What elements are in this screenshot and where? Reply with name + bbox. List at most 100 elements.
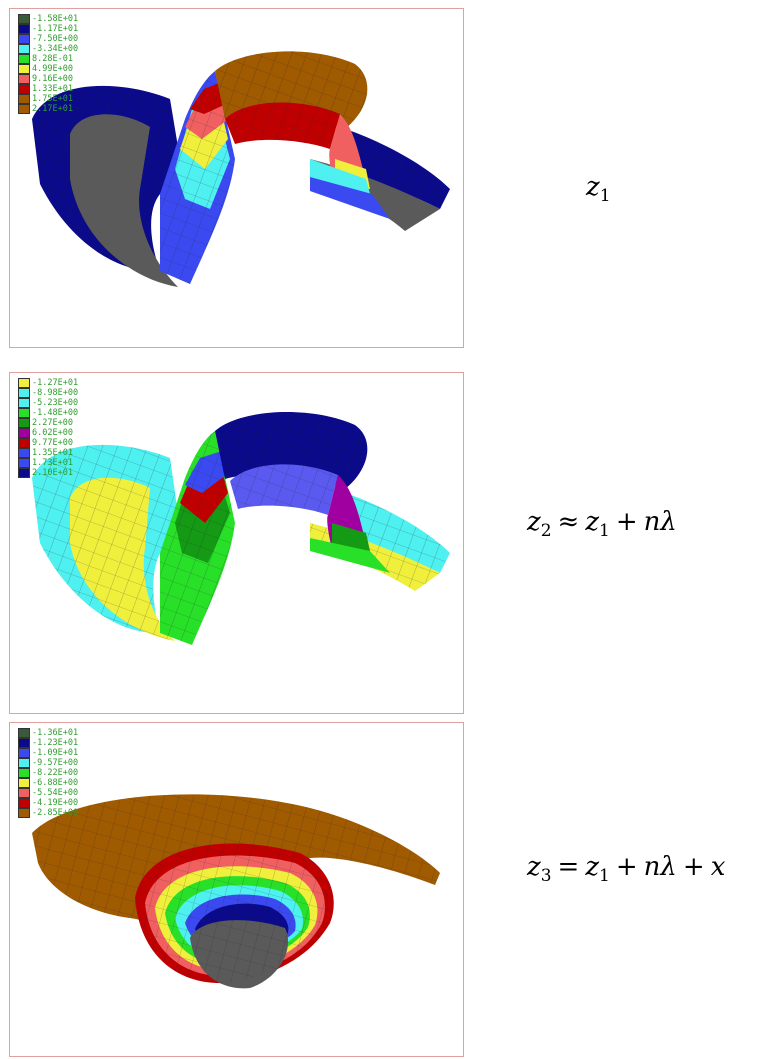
- legend-swatch: [18, 748, 30, 758]
- legend-label: -1.09E+01: [32, 748, 79, 758]
- legend-row: 8.28E-01: [18, 54, 78, 64]
- legend-swatch: [18, 468, 30, 478]
- color-legend-1: -1.58E+01 -1.17E+01 -7.50E+00 -3.34E+00 …: [18, 14, 78, 114]
- contour-plot-3: [32, 794, 440, 989]
- legend-swatch: [18, 418, 30, 428]
- contour-plot-panel-1: -1.58E+01 -1.17E+01 -7.50E+00 -3.34E+00 …: [9, 8, 464, 348]
- legend-row: 2.27E+00: [18, 418, 78, 428]
- legend-row: 2.17E+01: [18, 104, 78, 114]
- legend-row: -4.19E+00: [18, 798, 78, 808]
- equation-z1: z1: [586, 172, 611, 206]
- eq-operator: =: [557, 852, 580, 882]
- eq-operator: ≈: [557, 507, 580, 537]
- legend-swatch: [18, 798, 30, 808]
- legend-label: -1.48E+00: [32, 408, 79, 418]
- eq-subscript: 1: [599, 186, 611, 206]
- contour-plot-2: [32, 412, 450, 645]
- legend-row: -5.23E+00: [18, 398, 78, 408]
- legend-row: -1.36E+01: [18, 728, 78, 738]
- legend-label: 6.02E+00: [32, 428, 73, 438]
- equation-z3: z3=z1+nλ+x: [527, 852, 725, 886]
- eq-subscript: 3: [540, 866, 552, 886]
- eq-var: z: [586, 172, 600, 202]
- legend-swatch: [18, 728, 30, 738]
- legend-swatch: [18, 24, 30, 34]
- legend-label: -8.22E+00: [32, 768, 79, 778]
- legend-row: -1.23E+01: [18, 738, 78, 748]
- legend-swatch: [18, 408, 30, 418]
- legend-label: -1.17E+01: [32, 24, 79, 34]
- legend-label: -5.54E+00: [32, 788, 79, 798]
- legend-row: -3.34E+00: [18, 44, 78, 54]
- legend-swatch: [18, 64, 30, 74]
- legend-label: -2.85E+00: [32, 808, 79, 818]
- eq-var: z: [527, 507, 541, 537]
- legend-label: 9.16E+00: [32, 74, 73, 84]
- contour-plot-panel-3: -1.36E+01 -1.23E+01 -1.09E+01 -9.57E+00 …: [9, 722, 464, 1057]
- legend-label: 8.28E-01: [32, 54, 73, 64]
- legend-swatch: [18, 84, 30, 94]
- legend-swatch: [18, 94, 30, 104]
- legend-label: 4.99E+00: [32, 64, 73, 74]
- legend-row: -5.54E+00: [18, 788, 78, 798]
- eq-term: nλ: [643, 852, 677, 882]
- eq-var: z: [585, 852, 600, 882]
- legend-row: 9.77E+00: [18, 438, 78, 448]
- legend-label: 2.17E+01: [32, 104, 73, 114]
- legend-row: 4.99E+00: [18, 64, 78, 74]
- legend-label: -4.19E+00: [32, 798, 79, 808]
- contour-plot-panel-2: -1.27E+01 -8.98E+00 -5.23E+00 -1.48E+00 …: [9, 372, 464, 714]
- legend-swatch: [18, 738, 30, 748]
- legend-label: -6.88E+00: [32, 778, 79, 788]
- legend-row: 6.02E+00: [18, 428, 78, 438]
- legend-label: 2.10E+01: [32, 468, 73, 478]
- legend-swatch: [18, 778, 30, 788]
- eq-operator: +: [615, 852, 638, 882]
- eq-subscript: 1: [599, 866, 610, 886]
- color-legend-2: -1.27E+01 -8.98E+00 -5.23E+00 -1.48E+00 …: [18, 378, 78, 478]
- legend-swatch: [18, 54, 30, 64]
- eq-subscript: 2: [540, 521, 552, 541]
- legend-label: -8.98E+00: [32, 388, 79, 398]
- legend-row: 2.10E+01: [18, 468, 78, 478]
- legend-label: -1.58E+01: [32, 14, 79, 24]
- legend-swatch: [18, 458, 30, 468]
- legend-swatch: [18, 388, 30, 398]
- legend-swatch: [18, 398, 30, 408]
- legend-swatch: [18, 14, 30, 24]
- legend-swatch: [18, 788, 30, 798]
- legend-row: -1.09E+01: [18, 748, 78, 758]
- legend-label: -1.27E+01: [32, 378, 79, 388]
- legend-swatch: [18, 428, 30, 438]
- legend-swatch: [18, 808, 30, 818]
- legend-label: 1.73E+01: [32, 458, 73, 468]
- legend-swatch: [18, 104, 30, 114]
- legend-swatch: [18, 448, 30, 458]
- contour-plot-1: [32, 51, 450, 287]
- legend-row: -1.58E+01: [18, 14, 78, 24]
- legend-row: -9.57E+00: [18, 758, 78, 768]
- legend-label: 9.77E+00: [32, 438, 73, 448]
- legend-row: -1.27E+01: [18, 378, 78, 388]
- legend-swatch: [18, 74, 30, 84]
- legend-swatch: [18, 378, 30, 388]
- legend-label: 1.33E+01: [32, 84, 73, 94]
- legend-label: -3.34E+00: [32, 44, 79, 54]
- legend-swatch: [18, 34, 30, 44]
- eq-var: x: [710, 852, 726, 882]
- legend-row: -1.17E+01: [18, 24, 78, 34]
- legend-row: 1.75E+01: [18, 94, 78, 104]
- legend-row: -2.85E+00: [18, 808, 78, 818]
- eq-subscript: 1: [599, 521, 610, 541]
- legend-label: -9.57E+00: [32, 758, 79, 768]
- legend-label: -7.50E+00: [32, 34, 79, 44]
- legend-swatch: [18, 44, 30, 54]
- legend-row: -8.22E+00: [18, 768, 78, 778]
- eq-operator: +: [615, 507, 638, 537]
- legend-label: 2.27E+00: [32, 418, 73, 428]
- legend-label: -1.23E+01: [32, 738, 79, 748]
- eq-operator: +: [682, 852, 705, 882]
- equation-z2: z2≈z1+nλ: [527, 507, 677, 541]
- eq-var: z: [585, 507, 600, 537]
- legend-row: 1.35E+01: [18, 448, 78, 458]
